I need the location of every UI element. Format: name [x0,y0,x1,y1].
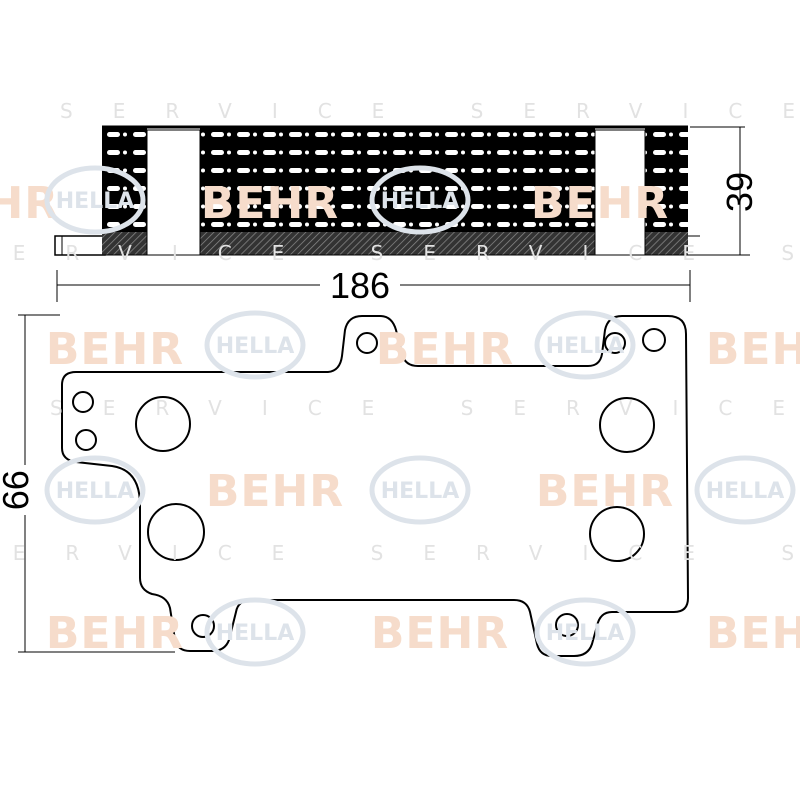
cooler-plan-view [61,315,690,657]
service-watermark: SERVICE SERVICE SERVICE [50,396,800,420]
hella-logo-ring [44,455,146,525]
hella-watermark: HELLA [546,334,625,359]
dimension-depth: 99 [0,314,175,653]
hella-watermark: HELLA [546,621,625,646]
hella-logo-ring [44,165,146,235]
hella-watermark: HELLA [56,479,135,504]
hella-watermark: HELLA [216,334,295,359]
service-watermark: SERVICE SERVICE SERVICE [0,541,800,565]
fin-block-left [102,127,147,233]
behr-watermark: BEHR [706,608,800,659]
behr-watermark: BEHR [706,324,800,375]
watermark-layer: BEHR BEHR BEHR BEHR BEHR BEHR BEHR BEHR BEHR BEHR… [0,99,800,667]
behr-watermark: BEHR [46,608,184,659]
hella-logo-ring [204,597,306,667]
fin-block-right [645,127,688,233]
service-watermark: SERVICE SERVICE SERVICE [60,99,800,123]
depth-label: 99 [0,470,36,510]
hella-watermark: HELLA [56,189,135,214]
gasket-outline [61,315,690,657]
behr-watermark: BEHR [206,466,344,517]
hella-watermark: HELLA [706,479,785,504]
cooler-side-view [54,125,750,256]
hella-logo-ring [534,310,636,380]
behr-watermark: BEHR [201,178,339,229]
hella-logo-ring [694,455,796,525]
service-watermark: SERVICE SERVICE SERVICE [0,241,800,265]
gap-left [146,129,201,256]
behr-watermark: BEHR [371,608,509,659]
behr-watermark: BEHR [531,178,669,229]
hella-logo-ring [204,310,306,380]
behr-watermark: BEHR [376,324,514,375]
width-label: 186 [330,265,390,306]
dimension-height: 39 [690,126,760,255]
dimension-width: 186 [56,265,691,306]
hella-logo-ring [369,455,471,525]
gap-right [594,129,646,256]
hella-logo-ring [534,597,636,667]
height-label: 39 [719,172,760,212]
hella-watermark: HELLA [216,621,295,646]
behr-watermark: BEHR [46,324,184,375]
hella-logo-ring [369,165,471,235]
behr-watermark: BEHR [536,466,674,517]
hella-watermark: HELLA [381,479,460,504]
hella-watermark: HELLA [381,189,460,214]
fin-block-center [200,127,595,233]
